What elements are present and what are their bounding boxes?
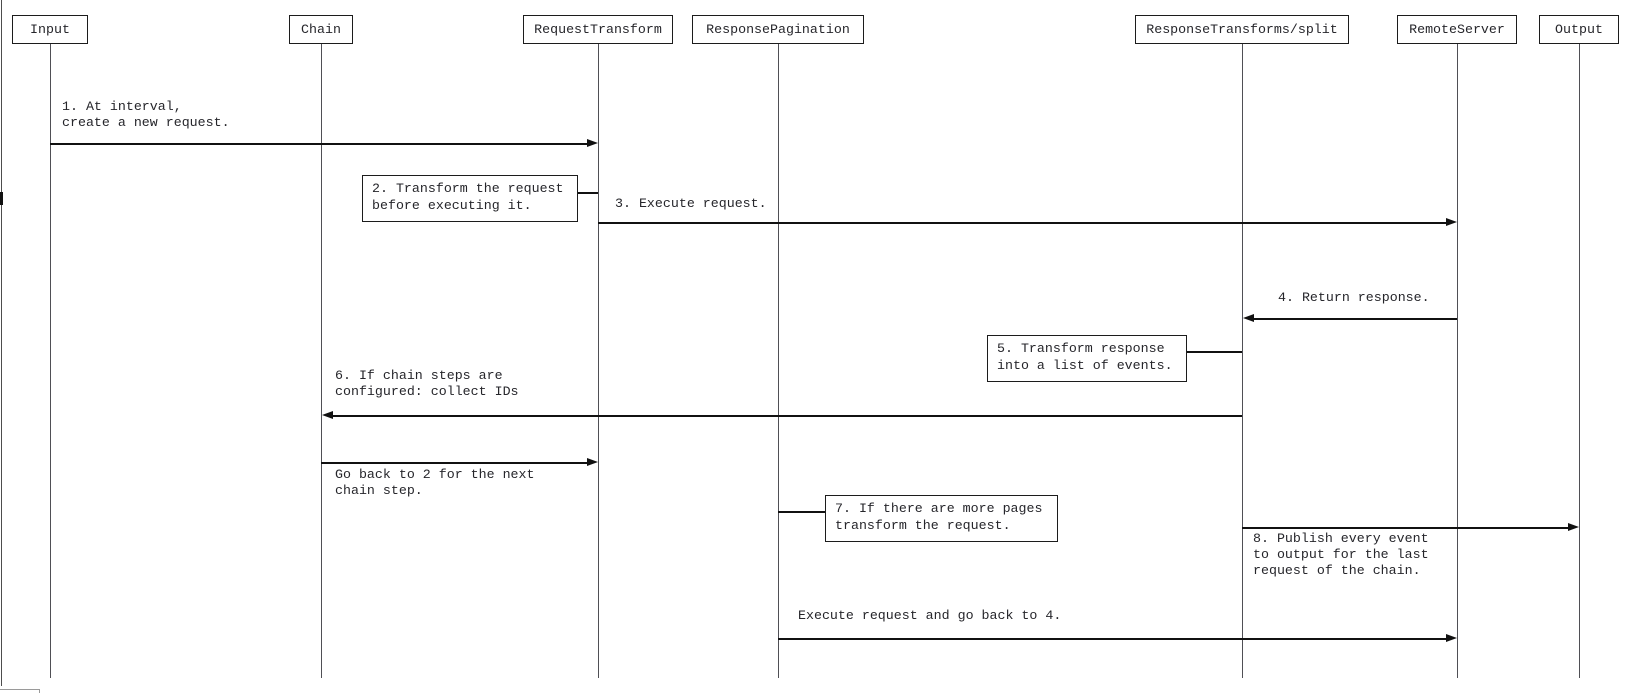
participant-box-response-transforms-split: ResponseTransforms/split: [1135, 15, 1349, 44]
msg-3-execute-request-line: [598, 222, 1448, 224]
msg-execute-go-back-4-line: [778, 638, 1448, 640]
msg-6-collect-ids-line: [330, 415, 1242, 417]
lifeline-input: [50, 44, 52, 678]
msg-execute-go-back-4-label: Execute request and go back to 4.: [798, 608, 1062, 623]
msg-go-back-to-2-arrowhead: [587, 458, 598, 467]
msg-1-at-interval-label: 1. At interval, create a new request.: [62, 99, 230, 130]
note-7-more-pages: 7. If there are more pages transform the…: [825, 495, 1058, 542]
lifeline-remote-server: [1457, 44, 1459, 678]
note-2-transform-request-connector: [578, 192, 598, 194]
note-7-more-pages-connector: [778, 511, 825, 513]
bottom-fragment-horizontal: [0, 689, 39, 690]
msg-4-return-response-arrowhead: [1242, 314, 1254, 323]
msg-1-at-interval-line: [50, 143, 589, 145]
msg-8-publish-events-line: [1242, 527, 1570, 529]
msg-3-execute-request-label: 3. Execute request.: [615, 196, 767, 211]
participant-box-remote-server: RemoteServer: [1397, 15, 1517, 44]
lifeline-response-transforms-split: [1242, 44, 1244, 678]
msg-go-back-to-2-line: [321, 462, 589, 464]
note-2-transform-request: 2. Transform the request before executin…: [362, 175, 578, 222]
left-edge-tick: [0, 192, 3, 205]
bottom-fragment-vertical: [39, 689, 40, 693]
lifeline-request-transform: [598, 44, 600, 678]
lifeline-output: [1579, 44, 1581, 678]
participant-box-input: Input: [12, 15, 88, 44]
lifeline-response-pagination: [778, 44, 780, 678]
msg-3-execute-request-arrowhead: [1446, 218, 1457, 227]
note-5-transform-response-connector: [1187, 351, 1242, 353]
msg-1-at-interval-arrowhead: [587, 139, 598, 148]
participant-box-response-pagination: ResponsePagination: [692, 15, 864, 44]
msg-4-return-response-label: 4. Return response.: [1278, 290, 1430, 305]
participant-box-request-transform: RequestTransform: [523, 15, 673, 44]
msg-8-publish-events-label: 8. Publish every event to output for the…: [1253, 531, 1429, 578]
participant-box-chain: Chain: [289, 15, 353, 44]
note-5-transform-response: 5. Transform response into a list of eve…: [987, 335, 1187, 382]
participant-box-output: Output: [1539, 15, 1619, 44]
msg-6-collect-ids-arrowhead: [321, 411, 333, 420]
msg-6-collect-ids-label: 6. If chain steps are configured: collec…: [335, 368, 519, 399]
msg-go-back-to-2-label: Go back to 2 for the next chain step.: [335, 467, 535, 498]
left-border-line: [1, 0, 2, 686]
msg-execute-go-back-4-arrowhead: [1446, 634, 1457, 643]
msg-4-return-response-line: [1251, 318, 1457, 320]
lifeline-chain: [321, 44, 323, 678]
msg-8-publish-events-arrowhead: [1568, 523, 1579, 532]
